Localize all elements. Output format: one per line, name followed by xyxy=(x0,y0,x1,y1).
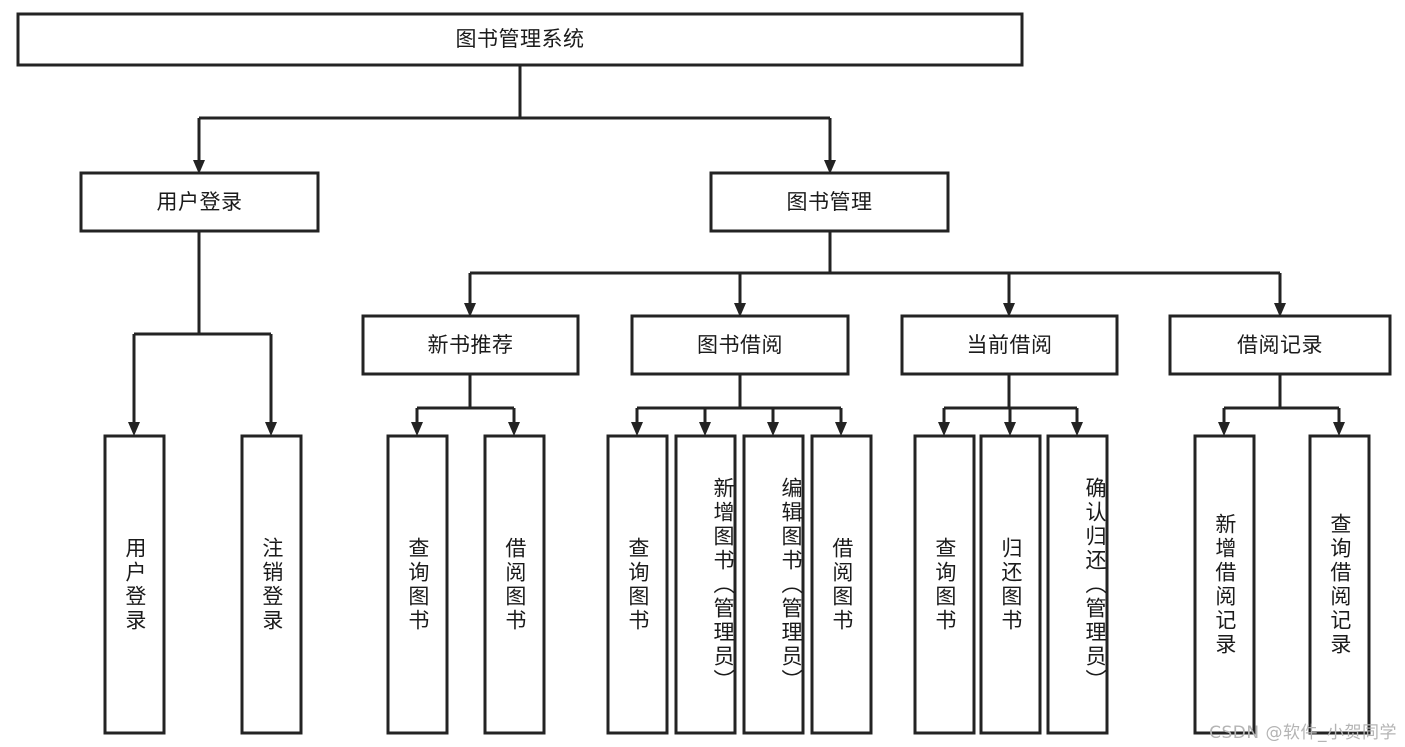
node-leaf-query-borrow-record[interactable] xyxy=(1308,434,1371,735)
arrow-new-book-recommend xyxy=(464,303,476,317)
node-leaf-logout-login[interactable] xyxy=(240,434,303,735)
node-leaf-edit-book[interactable] xyxy=(742,434,805,735)
arrow-leaf-query-borrow-record xyxy=(1333,422,1345,436)
arrow-borrow-record xyxy=(1274,303,1286,317)
arrow-leaf-borrow-book-nbr xyxy=(508,422,520,436)
nodes-layer xyxy=(16,12,1392,735)
node-borrow-record[interactable] xyxy=(1168,314,1392,376)
arrow-current-borrow xyxy=(1003,303,1015,317)
node-leaf-borrow-book-bb[interactable] xyxy=(810,434,873,735)
arrow-leaf-add-borrow-record xyxy=(1218,422,1230,436)
csdn-watermark: CSDN @软件_小贺同学 xyxy=(1209,723,1397,743)
arrow-user-login xyxy=(193,160,205,174)
arrow-leaf-query-book-cb xyxy=(938,422,950,436)
node-leaf-borrow-book-nbr[interactable] xyxy=(483,434,546,735)
arrow-leaf-user-login xyxy=(128,422,140,436)
arrow-leaf-return-book xyxy=(1004,422,1016,436)
arrow-leaf-add-book xyxy=(699,422,711,436)
node-new-book-recommend[interactable] xyxy=(361,314,580,376)
arrow-book-management xyxy=(824,160,836,174)
arrow-leaf-edit-book xyxy=(767,422,779,436)
node-root[interactable] xyxy=(16,12,1024,67)
node-current-borrow[interactable] xyxy=(900,314,1119,376)
node-leaf-return-book[interactable] xyxy=(979,434,1042,735)
arrow-book-borrow xyxy=(734,303,746,317)
node-leaf-add-borrow-record[interactable] xyxy=(1193,434,1256,735)
arrow-leaf-query-book-bb xyxy=(631,422,643,436)
node-user-login[interactable] xyxy=(79,171,320,233)
node-book-borrow[interactable] xyxy=(630,314,850,376)
node-book-management[interactable] xyxy=(709,171,950,233)
node-leaf-confirm-return[interactable] xyxy=(1046,434,1109,735)
node-leaf-user-login[interactable] xyxy=(103,434,166,735)
arrow-leaf-query-book-nbr xyxy=(411,422,423,436)
arrow-leaf-logout-login xyxy=(265,422,277,436)
node-leaf-query-book-bb[interactable] xyxy=(606,434,669,735)
arrow-leaf-borrow-book-bb xyxy=(835,422,847,436)
arrow-leaf-confirm-return xyxy=(1071,422,1083,436)
node-leaf-query-book-cb[interactable] xyxy=(913,434,976,735)
node-leaf-query-book-nbr[interactable] xyxy=(386,434,449,735)
edges-layer xyxy=(128,65,1345,436)
node-leaf-add-book[interactable] xyxy=(674,434,737,735)
